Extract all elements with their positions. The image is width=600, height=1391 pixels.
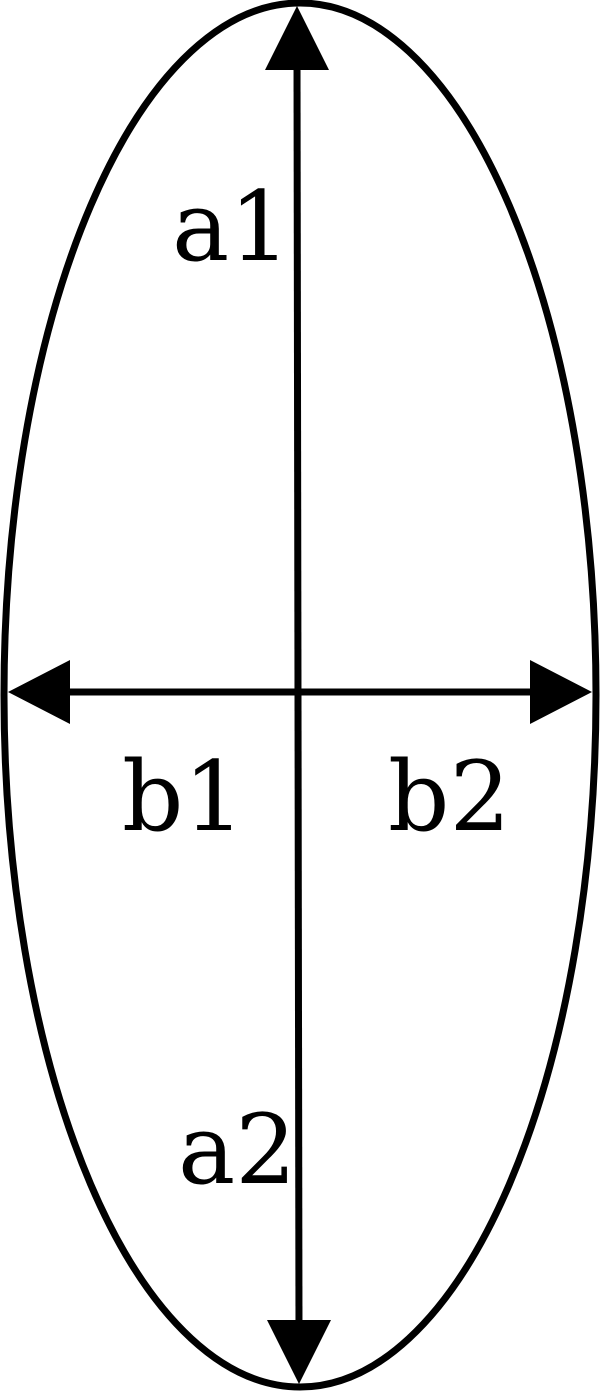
label-a1: a1 <box>172 171 290 283</box>
arrowhead-top <box>265 6 329 70</box>
label-a2: a2 <box>178 1094 296 1206</box>
arrowhead-bottom <box>267 1320 331 1384</box>
arrowhead-left <box>8 660 70 724</box>
major-axis-line <box>293 59 303 1336</box>
label-b1: b1 <box>122 741 245 853</box>
label-b2: b2 <box>388 741 511 853</box>
arrowhead-right <box>530 660 592 724</box>
